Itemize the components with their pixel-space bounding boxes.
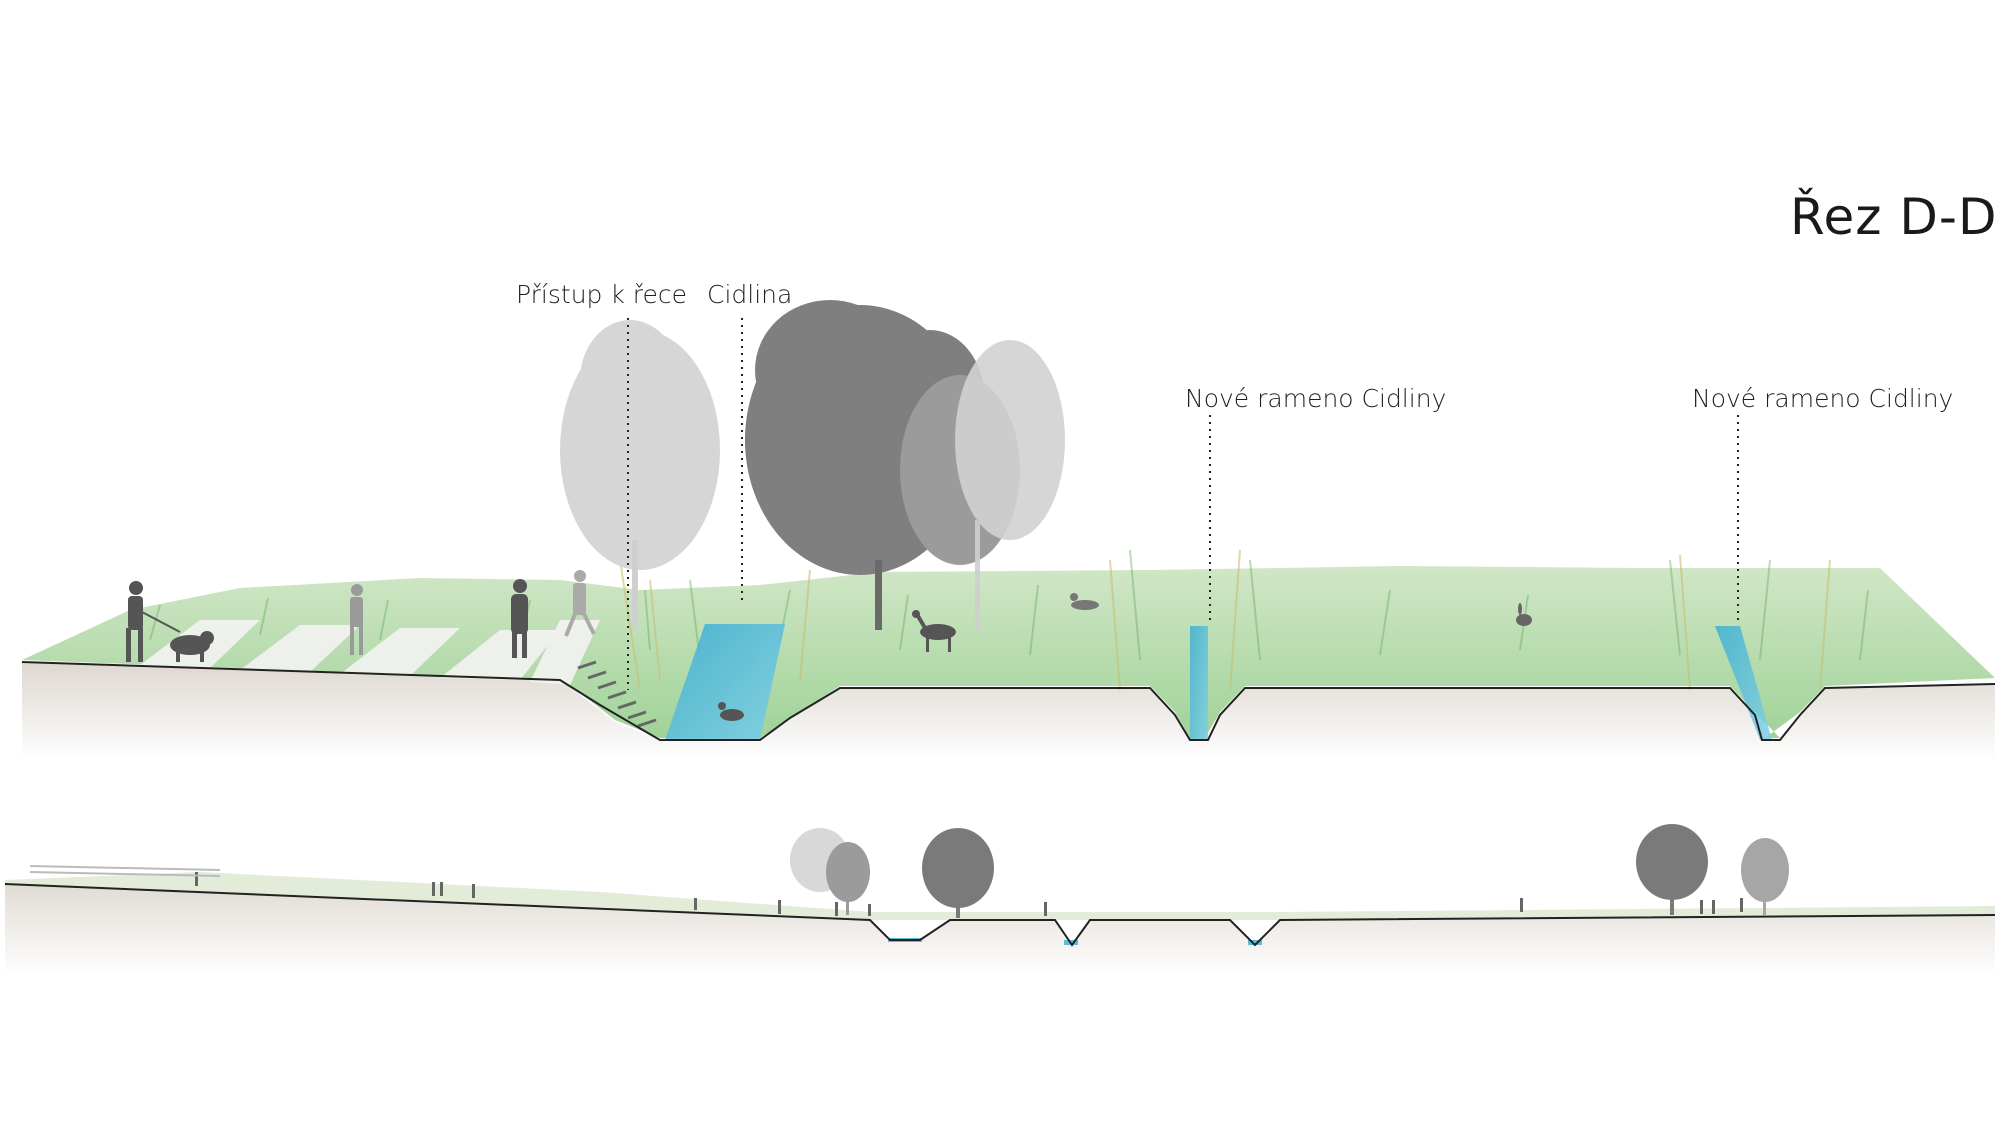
meadow-texture	[149, 549, 1869, 661]
tree-light-right	[955, 340, 1065, 630]
upper-soil	[22, 662, 1995, 760]
lower-figures	[195, 872, 1743, 916]
tree-light-left	[560, 320, 720, 630]
lower-tree-mid-right	[1741, 838, 1789, 915]
upper-section	[21, 300, 1996, 760]
river-cidlina	[665, 624, 785, 740]
lower-fence	[29, 865, 221, 877]
label-access-to-river: Přístup k řece	[516, 280, 688, 309]
lower-tree-mid	[826, 842, 870, 915]
rabbit-figure	[1516, 603, 1532, 626]
lower-ground-line	[4, 883, 1996, 947]
leader-lines	[627, 318, 1739, 690]
upper-ground-line	[21, 661, 1996, 741]
lower-soil	[5, 884, 1995, 975]
person-standing-figure	[511, 579, 528, 658]
path-strips	[140, 620, 600, 685]
section-title: Řez D-D	[1790, 188, 1998, 246]
deer-lying-figure	[1070, 593, 1099, 610]
label-river-cidlina: Cidlina	[707, 280, 793, 309]
lower-tree-dark	[922, 828, 994, 918]
new-branch-2-water	[1715, 626, 1772, 740]
new-branch-1-water	[1190, 626, 1208, 740]
reed-texture	[619, 549, 1831, 691]
lower-section	[4, 824, 1996, 975]
label-new-branch-1: Nové rameno Cidliny	[1185, 384, 1447, 413]
lower-tree-dark-right	[1636, 824, 1708, 915]
person-walking-figure	[564, 570, 596, 637]
duck-figure	[718, 702, 744, 721]
person-with-dog-figure	[126, 581, 214, 662]
person-faint-figure	[350, 584, 363, 655]
deer-figure	[912, 610, 956, 652]
label-new-branch-2: Nové rameno Cidliny	[1692, 384, 1954, 413]
lower-meadow	[5, 872, 1995, 920]
access-stairs	[577, 660, 657, 728]
